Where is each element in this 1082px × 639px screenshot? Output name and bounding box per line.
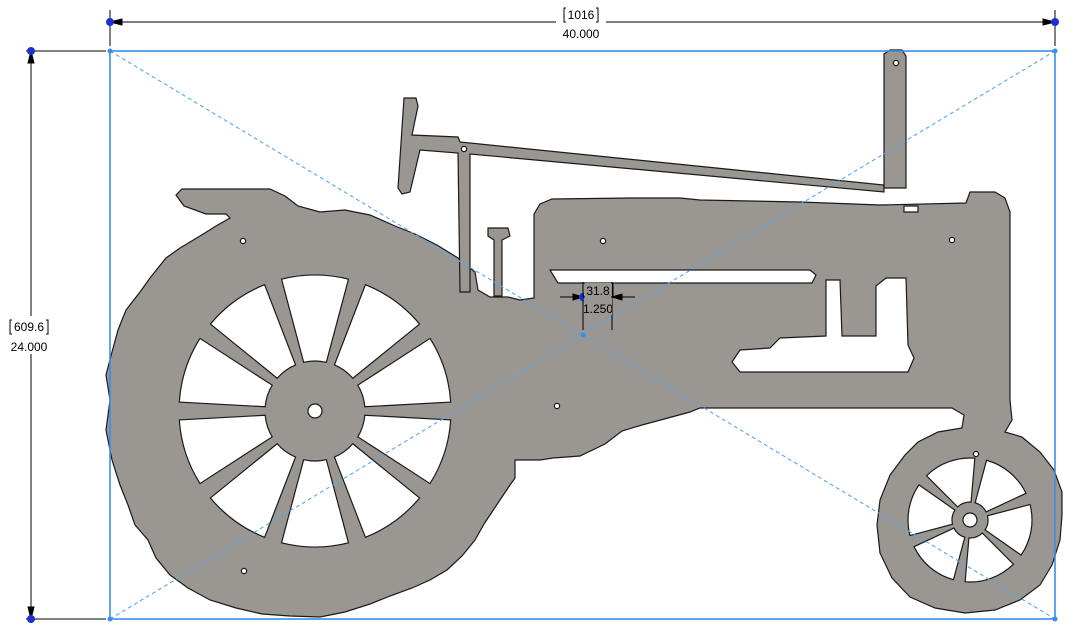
gear-lever[interactable] [487,227,511,297]
bounding-rectangle[interactable] [109,50,1056,620]
wheel-spoke-window [984,503,1033,556]
bbox-diagonal [109,50,1056,620]
width-metric-label: 1016 [568,8,595,22]
hole-imperial-label: 1.250 [583,302,613,316]
mount-hole[interactable] [972,450,980,458]
height-dimension[interactable]: 609.6 24.000 [4,47,106,623]
bbox-corner-point[interactable] [107,48,113,54]
bounding-box[interactable] [107,48,1058,622]
mount-hole[interactable] [948,236,956,244]
dimension-text-bg [4,316,54,354]
wheel-spoke-window [356,414,452,485]
bbox-corner-point[interactable] [1052,48,1058,54]
dimension-end-point[interactable] [27,615,35,623]
dimension-text-bg [584,283,612,315]
steering-column[interactable] [397,97,885,293]
wheel-spoke-window [333,283,421,380]
bbox-corner-point[interactable] [1052,616,1058,622]
bracket-right-icon [611,282,614,298]
bracket-right-icon [46,319,49,335]
hole-dimension[interactable]: 31.8 1.250 [560,282,635,330]
axle-hole[interactable] [307,403,323,419]
hole-metric-label: 31.8 [586,284,610,298]
mount-hole[interactable] [240,567,248,575]
axle-hole[interactable] [962,512,978,528]
arrow-left-icon [109,18,123,26]
wheel-spoke-window [209,283,297,380]
wheel-spoke-window [974,459,1027,513]
radiator-slot [903,205,919,213]
width-dimension[interactable]: 1016 40.000 [106,7,1059,46]
bbox-center-point[interactable] [580,332,586,338]
cab-window [731,277,915,373]
height-metric-label: 609.6 [14,320,44,334]
arrow-right-icon [572,293,585,301]
tractor-body[interactable] [105,188,1063,618]
mount-hole[interactable] [892,59,900,67]
dimension-end-point[interactable] [106,18,114,26]
wheel-spoke-window [280,458,350,548]
engine-slot [548,269,817,284]
tractor-part[interactable] [105,49,1063,618]
bracket-left-icon [9,319,12,335]
bracket-left-icon [563,7,566,23]
mount-hole[interactable] [599,237,607,245]
mount-hole[interactable] [460,145,468,153]
dimension-end-point[interactable] [1051,18,1059,26]
bbox-diagonal [109,50,1056,620]
bracket-left-icon [582,282,585,298]
wheel-spoke-window [907,484,956,537]
wheel-spoke-window [178,414,274,485]
dimension-end-point[interactable] [27,47,35,55]
rear-wheel[interactable] [178,274,452,548]
wheel-spoke-window [209,442,297,539]
arrow-right-icon [1042,18,1056,26]
wheel-spoke-window [356,337,452,408]
mount-hole[interactable] [553,402,561,410]
wheel-spoke-window [925,457,976,508]
arrow-left-icon [610,293,623,301]
wheel-spoke-window [280,274,350,364]
mount-hole[interactable] [239,237,247,245]
bbox-corner-point[interactable] [107,616,113,622]
wheel-spoke-window [913,527,966,581]
height-imperial-label: 24.000 [11,340,48,354]
arrow-down-icon [27,606,35,620]
exhaust-stack[interactable] [883,49,907,189]
cutouts [178,59,1033,583]
wheel-spoke-window [178,337,274,408]
front-wheel[interactable] [907,457,1033,583]
wheel-spoke-window [964,532,1015,583]
wheel-spoke-window [333,442,421,539]
width-imperial-label: 40.000 [563,27,600,41]
bracket-right-icon [596,7,599,23]
arrow-up-icon [27,50,35,64]
